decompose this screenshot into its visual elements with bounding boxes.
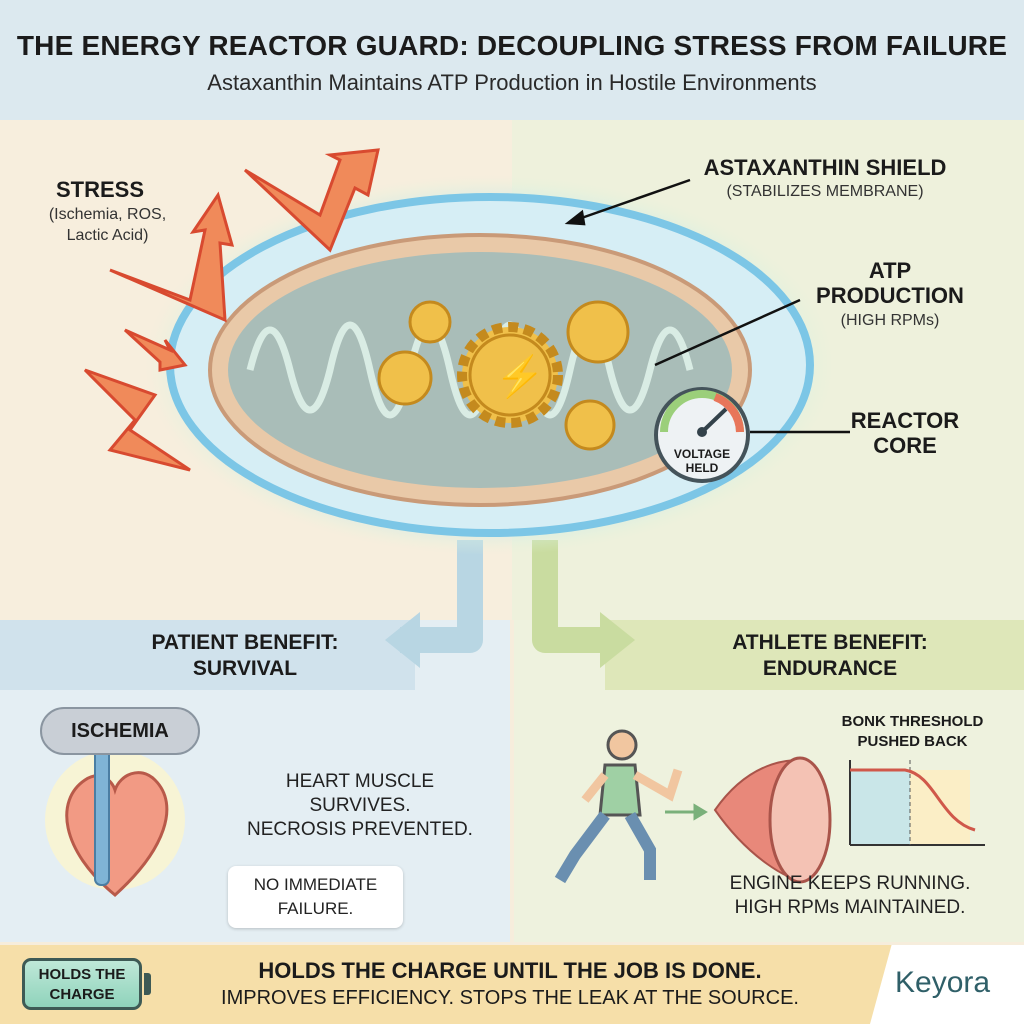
core-label-2: CORE [873, 433, 937, 458]
patient-header [0, 620, 415, 690]
bubble-text-1: NO IMMEDIATE [253, 875, 378, 894]
core-label-1: REACTOR [850, 408, 960, 433]
stress-detail-1: (Ischemia, ROS, [48, 206, 167, 223]
leader-lines [564, 178, 850, 434]
gauge-label-1: VOLTAGE [673, 447, 731, 461]
stress-detail-2: Lactic Acid) [66, 227, 149, 244]
shield-label: ASTAXANTHIN SHIELD [703, 155, 947, 180]
athlete-text-2: HIGH RPMs MAINTAINED. [734, 897, 966, 918]
bonk-label-2: PUSHED BACK [857, 733, 968, 750]
arrow-right-head [600, 612, 635, 668]
athlete-title-2: ENDURANCE [762, 657, 898, 680]
patient-title-1: PATIENT BENEFIT: [151, 631, 339, 654]
lightning-icons: ⚡ [495, 353, 545, 400]
runner-icon [554, 729, 683, 884]
atp-detail: (HIGH RPMs) [840, 312, 940, 329]
mitochondrion-illustration: ⚡ [45, 148, 985, 897]
battery-icon: HOLDS THE CHARGE [22, 958, 142, 1010]
cristae [246, 321, 694, 419]
athlete-title-1: ATHLETE BENEFIT: [732, 631, 928, 654]
battery-text-2: CHARGE [49, 986, 115, 1003]
shield-detail: (STABILIZES MEMBRANE) [726, 183, 924, 200]
page-title: THE ENERGY REACTOR GUARD: DECOUPLING STR… [16, 30, 1008, 61]
stress-bolt-icons [83, 148, 380, 472]
battery-tip [144, 973, 151, 995]
page-subtitle: Astaxanthin Maintains ATP Production in … [207, 70, 817, 95]
athlete-text-1: ENGINE KEEPS RUNNING. [729, 873, 971, 894]
patient-title-2: SURVIVAL [192, 657, 298, 680]
athlete-header [605, 620, 1024, 690]
motion-arrow [665, 803, 708, 821]
atp-label-1: ATP [868, 258, 912, 283]
voltage-gauge [654, 387, 750, 483]
bonk-label: BONK THRESHOLD PUSHED BACK [820, 712, 1005, 752]
svg-text:⚡: ⚡ [495, 353, 545, 400]
brand-logo: Keyora [895, 966, 991, 999]
muscle-icon [713, 756, 832, 884]
arrow-left-head [385, 612, 420, 668]
ischemia-cloud: ISCHEMIA [40, 707, 200, 755]
bonk-curve [850, 768, 976, 832]
gauge-label: VOLTAGE HELD [662, 447, 742, 475]
gear-icons [377, 300, 630, 451]
branch-arrows [400, 540, 615, 653]
gauge-label-2: HELD [685, 461, 719, 475]
bonk-label-1: BONK THRESHOLD [841, 713, 984, 730]
footer-subline: IMPROVES EFFICIENCY. STOPS THE LEAK AT T… [221, 987, 799, 1009]
footer-headline: HOLDS THE CHARGE UNTIL THE JOB IS DONE. [258, 958, 762, 983]
battery-text-1: HOLDS THE [38, 966, 126, 983]
header [0, 0, 1024, 120]
footer [0, 945, 1024, 1024]
speech-bubble [228, 866, 403, 928]
patient-text-1: HEART MUSCLE [285, 771, 435, 792]
stress-label: STRESS [55, 177, 145, 202]
atp-label-2: PRODUCTION [816, 283, 964, 308]
gauge-needle [700, 407, 728, 434]
patient-text-3: NECROSIS PREVENTED. [247, 819, 473, 840]
patient-text-2: SURVIVES. [309, 795, 411, 816]
bubble-text-2: FAILURE. [277, 899, 354, 918]
logo-background [870, 945, 1024, 1024]
bonk-chart [849, 760, 985, 846]
heart-icon [45, 744, 185, 897]
